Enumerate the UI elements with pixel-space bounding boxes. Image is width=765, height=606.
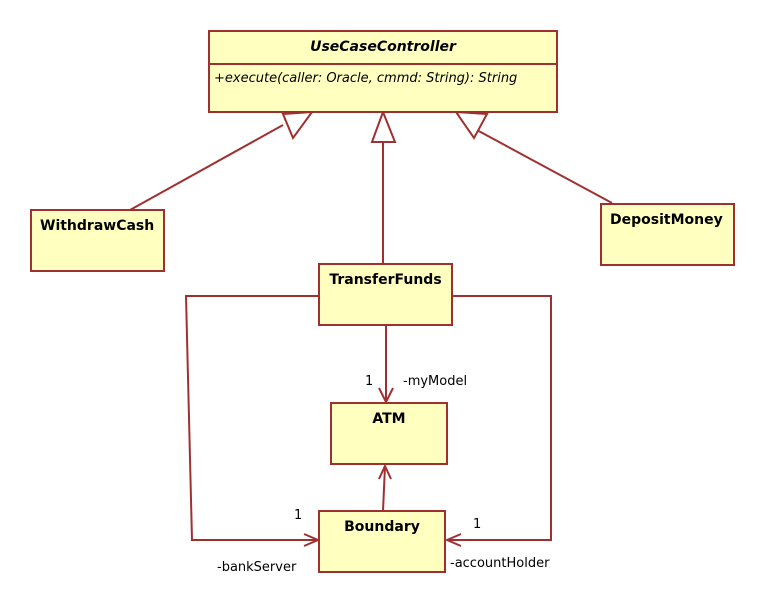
generalization-depositmoney xyxy=(474,128,613,204)
generalization-withdrawcash xyxy=(129,124,284,211)
class-name: DepositMoney xyxy=(610,212,723,228)
role-bankServer: -bankServer xyxy=(217,560,297,575)
class-name: ATM xyxy=(372,411,406,427)
association-boundary-atm xyxy=(382,465,386,512)
multiplicity-myModel: 1 xyxy=(365,374,374,389)
class-atm[interactable]: ATM xyxy=(330,402,448,465)
class-boundary[interactable]: Boundary xyxy=(318,510,446,573)
association-bankServer xyxy=(184,295,319,541)
association-accountHolder xyxy=(447,295,552,541)
association-arrowhead-accountHolder xyxy=(444,533,462,547)
class-transferfunds[interactable]: TransferFunds xyxy=(318,263,453,326)
generalization-arrowhead-depositmoney xyxy=(454,110,489,140)
generalization-arrowhead-withdrawcash xyxy=(281,110,315,141)
generalization-arrowhead-transferfunds xyxy=(370,109,397,143)
class-usecasecontroller[interactable]: UseCaseController +execute(caller: Oracl… xyxy=(208,30,558,113)
association-arrowhead-boundary-atm xyxy=(378,463,392,480)
class-depositmoney[interactable]: DepositMoney xyxy=(600,203,735,266)
operation-execute: +execute(caller: Oracle, cmmd: String): … xyxy=(214,71,518,86)
class-name: Boundary xyxy=(344,519,420,535)
role-accountHolder: -accountHolder xyxy=(450,556,550,571)
class-name: UseCaseController xyxy=(310,39,456,55)
multiplicity-bankServer: 1 xyxy=(294,508,303,523)
role-myModel: -myModel xyxy=(403,374,468,389)
class-name: WithdrawCash xyxy=(40,218,155,234)
multiplicity-accountHolder: 1 xyxy=(473,517,482,532)
class-withdrawcash[interactable]: WithdrawCash xyxy=(30,209,165,272)
class-name: TransferFunds xyxy=(329,272,442,288)
compartment-divider xyxy=(210,63,556,65)
